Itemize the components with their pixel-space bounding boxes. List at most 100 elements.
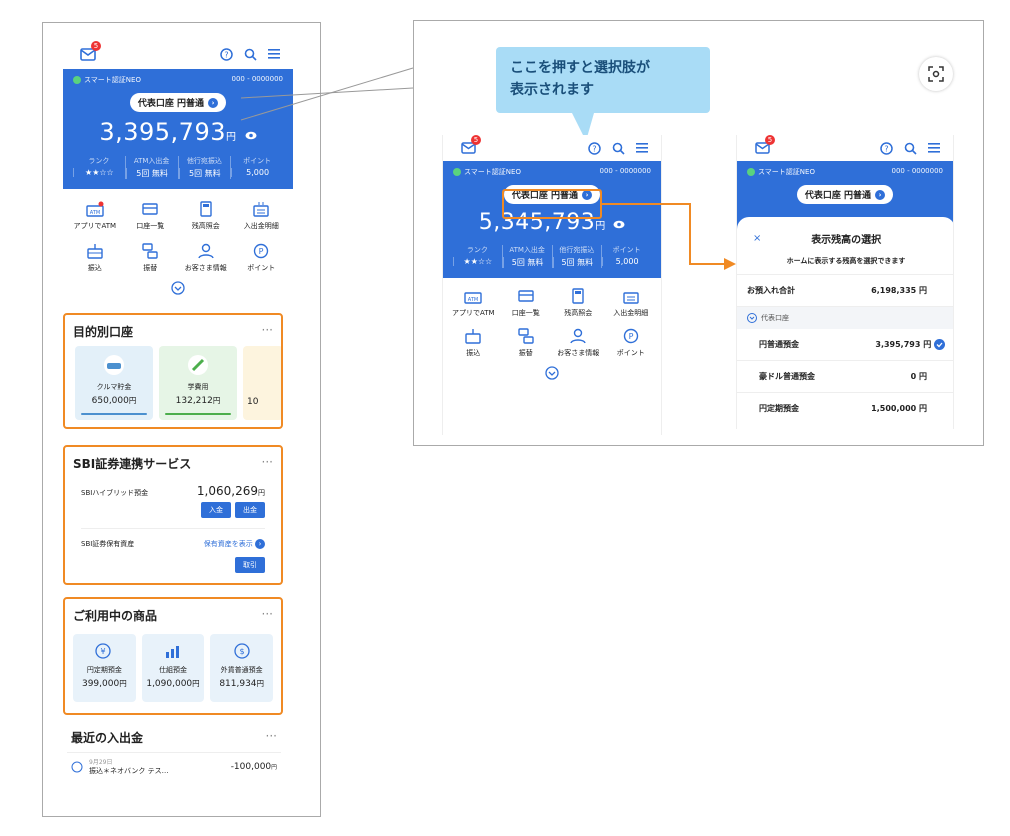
menu-icon[interactable] <box>265 45 283 63</box>
eye-icon[interactable] <box>245 131 257 140</box>
mail-icon[interactable]: 5 <box>459 135 481 157</box>
mail-badge: 5 <box>91 41 101 51</box>
menu-item-transfer[interactable]: 振込 <box>447 328 500 358</box>
menu-icon[interactable] <box>633 139 651 157</box>
chevron-right-icon: › <box>582 189 593 200</box>
product-card[interactable]: ¥ 円定期預金 399,000円 <box>73 634 136 702</box>
atm-icon: ATM <box>464 292 482 304</box>
menu-item-swap[interactable]: 振替 <box>500 328 553 358</box>
bank-logo-icon <box>453 168 461 176</box>
person-icon <box>570 328 586 344</box>
mail-icon[interactable]: 5 <box>753 135 775 157</box>
chevron-down-icon <box>747 313 757 323</box>
menu-item-statement[interactable]: 入出金明細 <box>234 201 290 231</box>
callout-tail <box>572 113 594 141</box>
product-card[interactable]: 仕組預金 1,090,000円 <box>141 634 205 702</box>
eye-icon[interactable] <box>613 220 625 229</box>
stat-rank: ランク★★☆☆ <box>73 156 125 179</box>
chevron-down-icon <box>171 281 185 295</box>
product-card[interactable]: $ 外貨普通預金 811,934円 <box>210 634 274 702</box>
purpose-card[interactable]: 10 <box>243 346 281 420</box>
purpose-card[interactable]: クルマ貯金 650,000円 <box>75 346 153 420</box>
help-icon[interactable]: ? <box>877 139 895 157</box>
bank-name: スマート認証NEO <box>84 76 141 84</box>
card-icon <box>142 203 158 215</box>
svg-text:?: ? <box>592 144 596 153</box>
chevron-right-icon: › <box>255 539 265 549</box>
menu-item-accounts[interactable]: 口座一覧 <box>123 201 179 231</box>
svg-text:P: P <box>259 247 264 256</box>
menu-item-accounts[interactable]: 口座一覧 <box>500 288 553 318</box>
account-number: 000 - 0000000 <box>231 75 283 83</box>
group-header: 代表口座 <box>737 307 953 329</box>
balance-amount: 5,345,793円 <box>453 210 651 235</box>
expand-menu-button[interactable] <box>443 364 661 386</box>
flow-arrow <box>602 203 736 270</box>
account-selector-label: 代表口座 円普通 <box>804 191 872 201</box>
help-icon[interactable]: ? <box>217 45 235 63</box>
svg-text:ATM: ATM <box>90 210 100 216</box>
menu-item-balance[interactable]: 残高照会 <box>178 201 234 231</box>
deposit-button[interactable]: 入金 <box>201 502 231 518</box>
menu-item-swap[interactable]: 振替 <box>123 243 179 273</box>
mail-badge: 5 <box>765 135 775 145</box>
point-icon: P <box>254 243 269 259</box>
growth-icon <box>166 646 179 658</box>
products-section: ご利用中の商品··· ¥ 円定期預金 399,000円 仕組預金 1,090,0… <box>63 597 283 715</box>
withdraw-button[interactable]: 出金 <box>235 502 265 518</box>
car-icon <box>104 355 124 375</box>
expand-menu-button[interactable] <box>63 279 293 301</box>
account-selector-label: 代表口座 円普通 <box>511 191 579 201</box>
more-icon[interactable]: ··· <box>265 729 277 743</box>
trade-button[interactable]: 取引 <box>235 557 265 573</box>
account-number: 000 - 0000000 <box>891 167 943 175</box>
search-icon[interactable] <box>901 139 919 157</box>
transaction-row[interactable]: 9月29日振込＊ネオバンク テス… -100,000円 <box>67 752 281 780</box>
close-icon[interactable]: × <box>753 233 762 244</box>
holdings-link[interactable]: 保有資産を表示 › <box>204 539 265 549</box>
bank-logo-icon <box>747 168 755 176</box>
ledger-icon <box>253 202 269 217</box>
more-icon[interactable]: ··· <box>261 455 273 469</box>
purpose-card[interactable]: 学費用 132,212円 <box>159 346 237 420</box>
menu-icon[interactable] <box>925 139 943 157</box>
svg-text:?: ? <box>884 144 888 153</box>
person-icon <box>198 243 214 259</box>
more-icon[interactable]: ··· <box>261 323 273 337</box>
menu-item-customer[interactable]: お客さま情報 <box>552 328 605 358</box>
holdings-label: SBI証券保有資産 <box>81 540 135 548</box>
section-title: 最近の入出金 <box>71 731 144 745</box>
mail-icon[interactable]: 5 <box>79 41 101 63</box>
help-icon[interactable]: ? <box>585 139 603 157</box>
svg-text:P: P <box>628 332 633 341</box>
search-icon[interactable] <box>609 139 627 157</box>
menu-item-transfer[interactable]: 振込 <box>67 243 123 273</box>
search-icon[interactable] <box>241 45 259 63</box>
account-selector[interactable]: 代表口座 円普通› <box>796 185 894 204</box>
swap-icon <box>518 328 534 344</box>
sheet-subtitle: ホームに表示する残高を選択できます <box>737 252 953 275</box>
menu-item-balance[interactable]: 残高照会 <box>552 288 605 318</box>
section-title: 目的別口座 <box>73 325 134 339</box>
menu-item-customer[interactable]: お客さま情報 <box>178 243 234 273</box>
screenshot-scan-icon[interactable] <box>919 57 953 91</box>
menu-item-statement[interactable]: 入出金明細 <box>605 288 658 318</box>
account-selector[interactable]: 代表口座 円普通› <box>129 93 227 112</box>
more-icon[interactable]: ··· <box>261 607 273 621</box>
